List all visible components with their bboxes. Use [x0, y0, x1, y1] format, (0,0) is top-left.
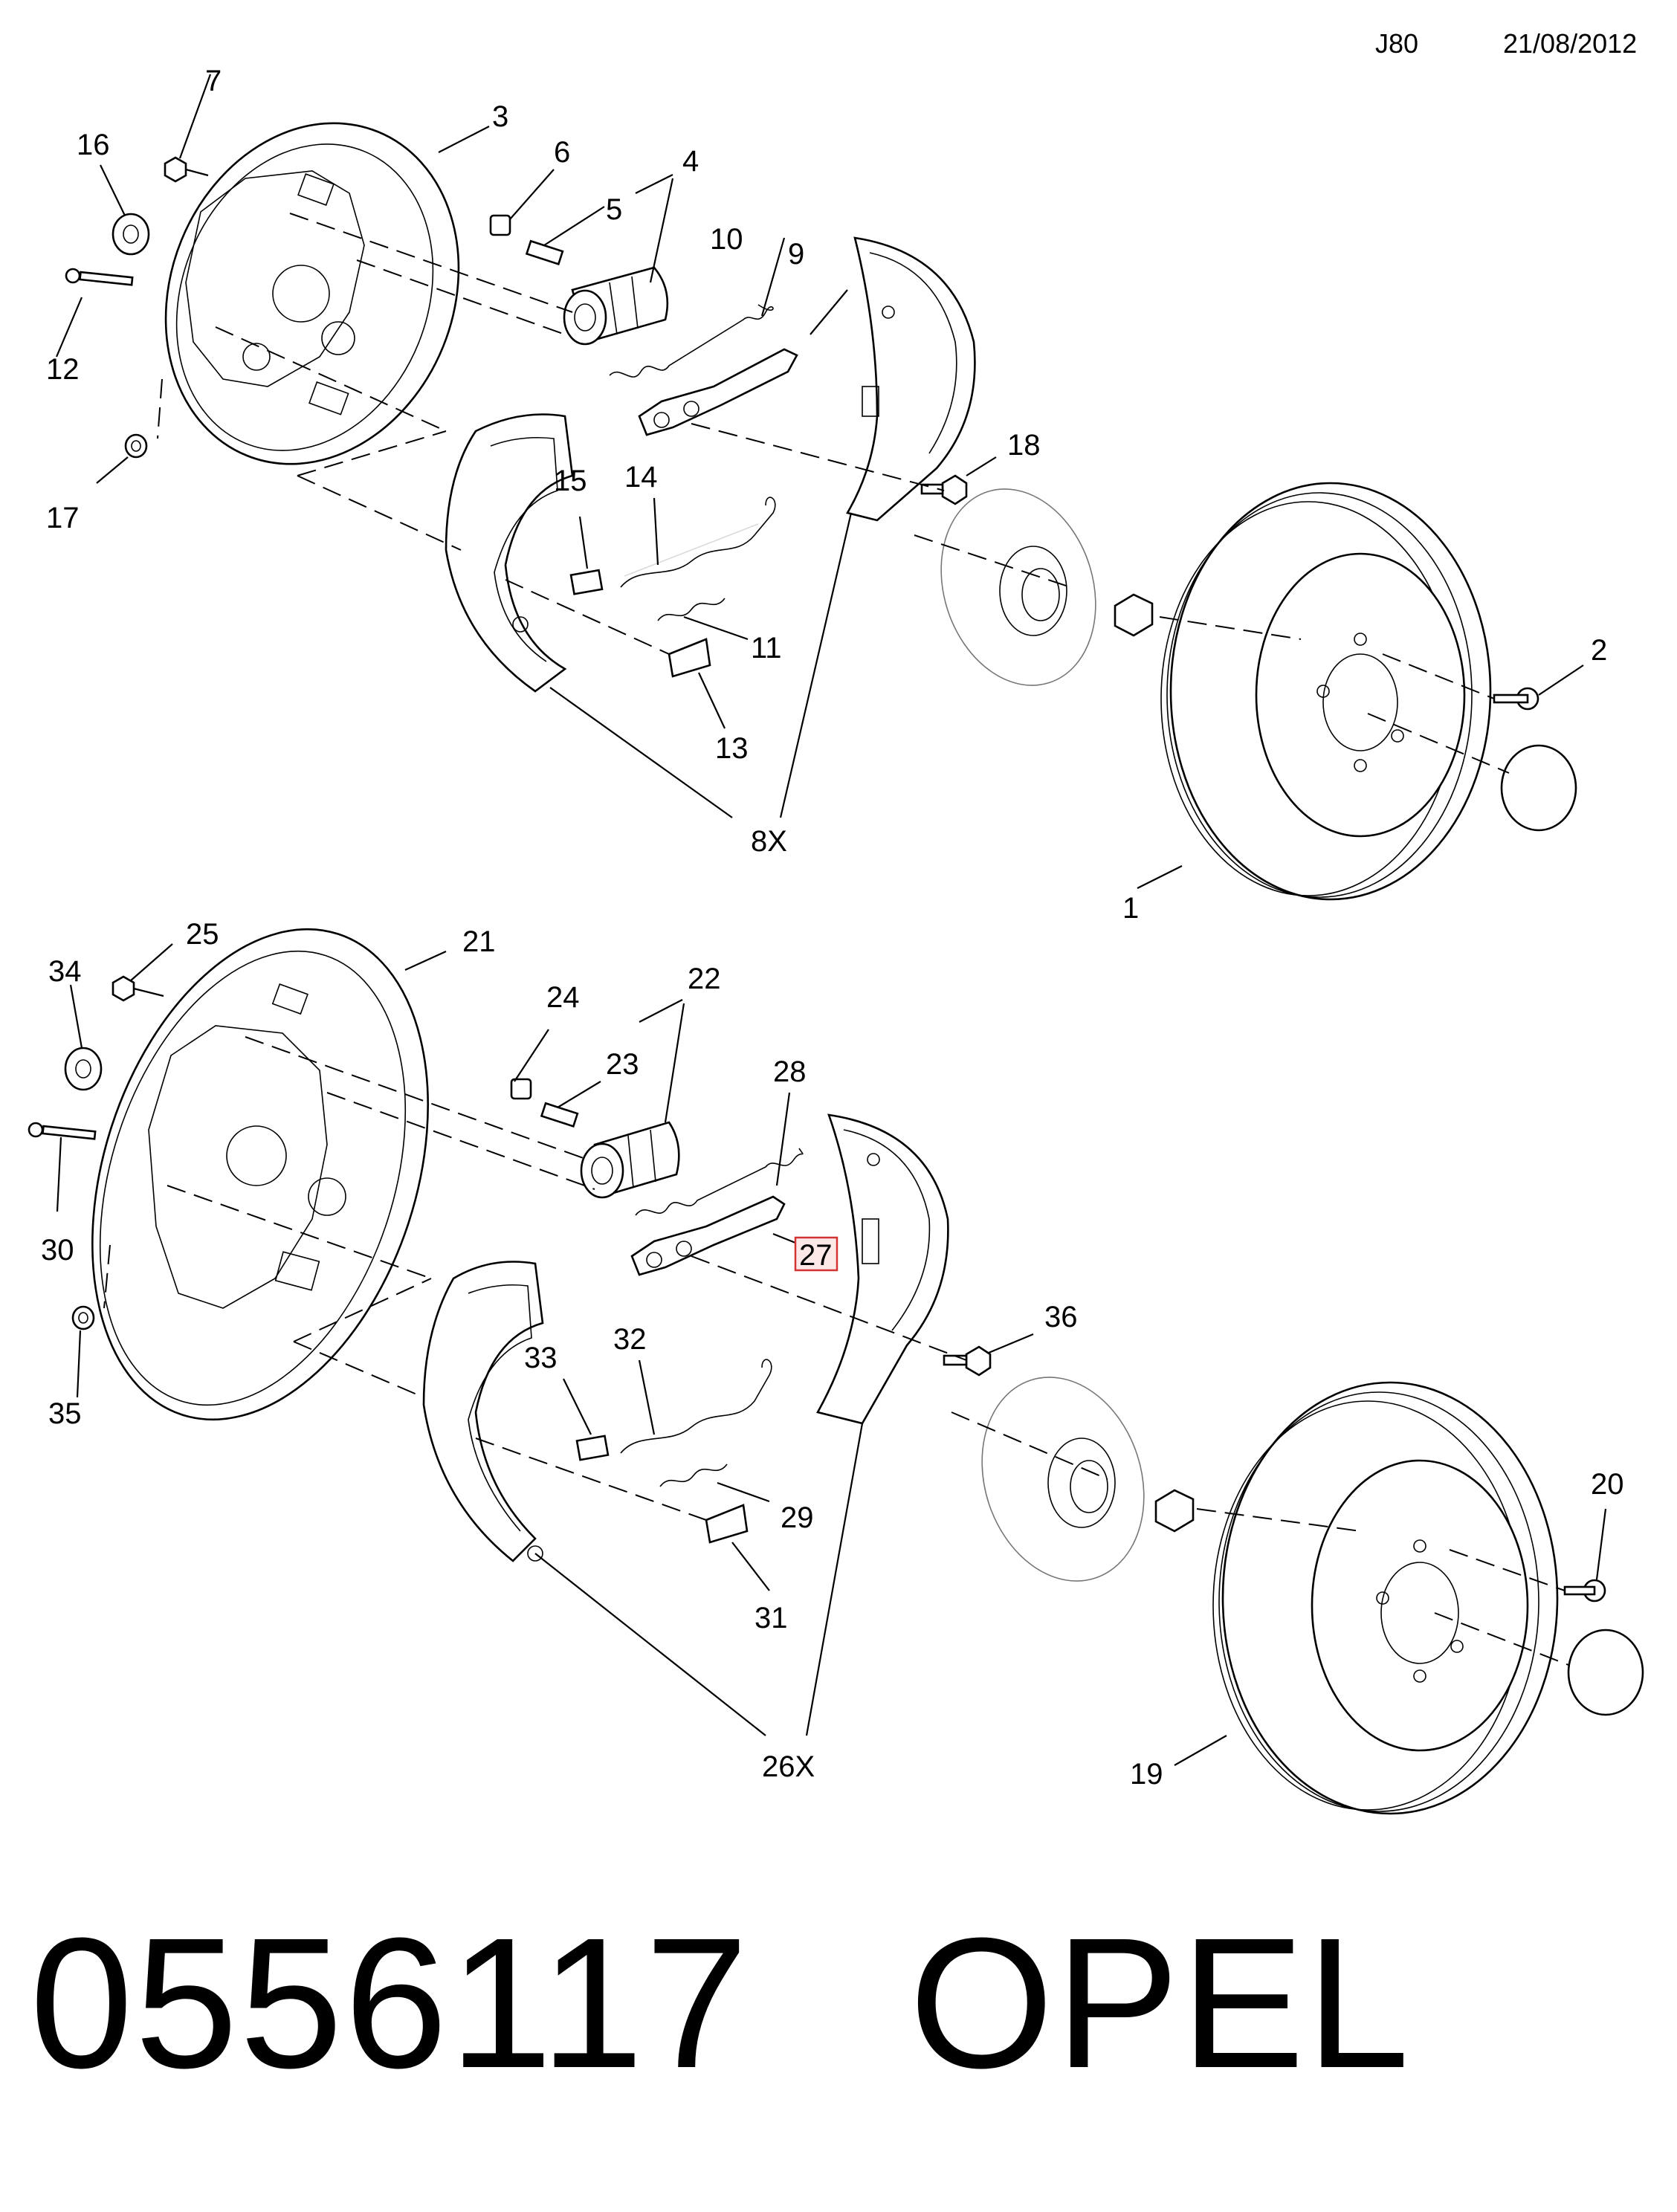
callout-30[interactable]: 30: [41, 1234, 74, 1267]
callout-labels: 1 2 3 4 5 6 7 8X 9 10 11 12 13 14 15 16 …: [41, 65, 1624, 1791]
assembly-lines: [167, 1036, 1569, 1666]
spring[interactable]: [657, 598, 726, 621]
callout-15[interactable]: 15: [554, 465, 587, 497]
brand-name: OPEL: [909, 1899, 1412, 2106]
hub-cap[interactable]: [1500, 744, 1577, 832]
callout-21[interactable]: 21: [462, 925, 496, 958]
nut[interactable]: [124, 433, 148, 459]
callout-10[interactable]: 10: [710, 223, 743, 256]
adjuster[interactable]: [630, 1195, 786, 1276]
callout-16[interactable]: 16: [77, 129, 110, 161]
assembly-line: [157, 378, 163, 439]
callout-3[interactable]: 3: [492, 100, 508, 133]
lower-brake-assembly: [28, 886, 1644, 1815]
seal[interactable]: [112, 213, 150, 256]
spring[interactable]: [620, 1359, 772, 1454]
upper-brake-assembly: [65, 79, 1577, 901]
backing-plate[interactable]: [33, 886, 487, 1464]
callout-1[interactable]: 1: [1122, 892, 1139, 925]
seal[interactable]: [64, 1047, 103, 1091]
bleed-screw[interactable]: [540, 1102, 579, 1128]
wheel-cylinder[interactable]: [580, 1121, 680, 1199]
callout-18[interactable]: 18: [1007, 429, 1041, 462]
diagram-date: 21/08/2012: [1503, 28, 1638, 59]
spring-clip[interactable]: [705, 1504, 749, 1544]
bolt[interactable]: [920, 474, 968, 505]
callout-14[interactable]: 14: [624, 461, 658, 494]
brake-drum[interactable]: [1212, 1381, 1559, 1815]
backing-plate[interactable]: [116, 79, 508, 508]
bolt[interactable]: [164, 156, 209, 183]
callout-33[interactable]: 33: [524, 1342, 558, 1374]
nut[interactable]: [71, 1305, 95, 1330]
callout-2[interactable]: 2: [1591, 634, 1607, 667]
spring[interactable]: [620, 497, 776, 588]
wheel-hub[interactable]: [917, 469, 1154, 706]
brake-shoe[interactable]: [422, 1261, 544, 1562]
callout-12[interactable]: 12: [46, 353, 80, 386]
callout-4[interactable]: 4: [682, 145, 699, 178]
callout-36[interactable]: 36: [1044, 1301, 1078, 1333]
wheel-hub[interactable]: [957, 1356, 1195, 1602]
brake-shoe[interactable]: [846, 236, 976, 522]
dust-cap[interactable]: [510, 1078, 532, 1100]
callout-24[interactable]: 24: [546, 981, 580, 1014]
spring[interactable]: [609, 304, 774, 378]
callout-34[interactable]: 34: [48, 955, 82, 988]
footer-title: 0556117 OPEL: [30, 1910, 1411, 2096]
bolt[interactable]: [28, 1122, 97, 1140]
bleed-screw[interactable]: [525, 239, 564, 265]
spring[interactable]: [659, 1464, 728, 1487]
callout-19[interactable]: 19: [1130, 1758, 1163, 1791]
callout-23[interactable]: 23: [606, 1048, 639, 1081]
assembly-lines: [215, 213, 1510, 774]
callout-28[interactable]: 28: [773, 1055, 807, 1088]
callout-27[interactable]: 27: [799, 1239, 833, 1272]
dust-cap[interactable]: [489, 214, 511, 236]
callout-29[interactable]: 29: [781, 1501, 814, 1534]
callout-17[interactable]: 17: [46, 502, 80, 534]
part-number: 0556117: [30, 1899, 750, 2106]
callout-8x[interactable]: 8X: [751, 825, 787, 858]
diagram-code: J80: [1375, 28, 1419, 59]
callout-13[interactable]: 13: [715, 732, 749, 765]
callout-22[interactable]: 22: [688, 963, 721, 995]
brake-drum[interactable]: [1160, 482, 1492, 901]
hub-cap[interactable]: [1567, 1629, 1644, 1716]
callout-5[interactable]: 5: [606, 193, 622, 226]
bolt[interactable]: [65, 268, 134, 286]
bolt[interactable]: [112, 975, 164, 1002]
spring[interactable]: [635, 1148, 804, 1216]
callout-highlight-box: [794, 1236, 838, 1272]
retaining-clip[interactable]: [569, 569, 604, 595]
callout-35[interactable]: 35: [48, 1397, 82, 1430]
retaining-clip[interactable]: [575, 1435, 610, 1461]
callout-25[interactable]: 25: [186, 918, 219, 951]
callout-6[interactable]: 6: [554, 136, 570, 169]
callout-26x[interactable]: 26X: [762, 1750, 815, 1783]
callout-32[interactable]: 32: [613, 1323, 647, 1356]
callout-9[interactable]: 9: [788, 238, 804, 271]
bolt[interactable]: [943, 1345, 992, 1377]
leader-lines: [55, 74, 1607, 1766]
wheel-cylinder[interactable]: [563, 266, 669, 346]
spring-clip[interactable]: [668, 638, 711, 678]
brake-shoe[interactable]: [445, 413, 574, 693]
callout-20[interactable]: 20: [1591, 1468, 1624, 1501]
callout-31[interactable]: 31: [755, 1602, 788, 1634]
adjuster[interactable]: [638, 348, 798, 436]
assembly-line: [103, 1244, 111, 1309]
screw[interactable]: [1563, 1579, 1606, 1603]
callout-11[interactable]: 11: [751, 632, 782, 664]
callout-7[interactable]: 7: [205, 65, 222, 97]
screw[interactable]: [1493, 687, 1539, 711]
